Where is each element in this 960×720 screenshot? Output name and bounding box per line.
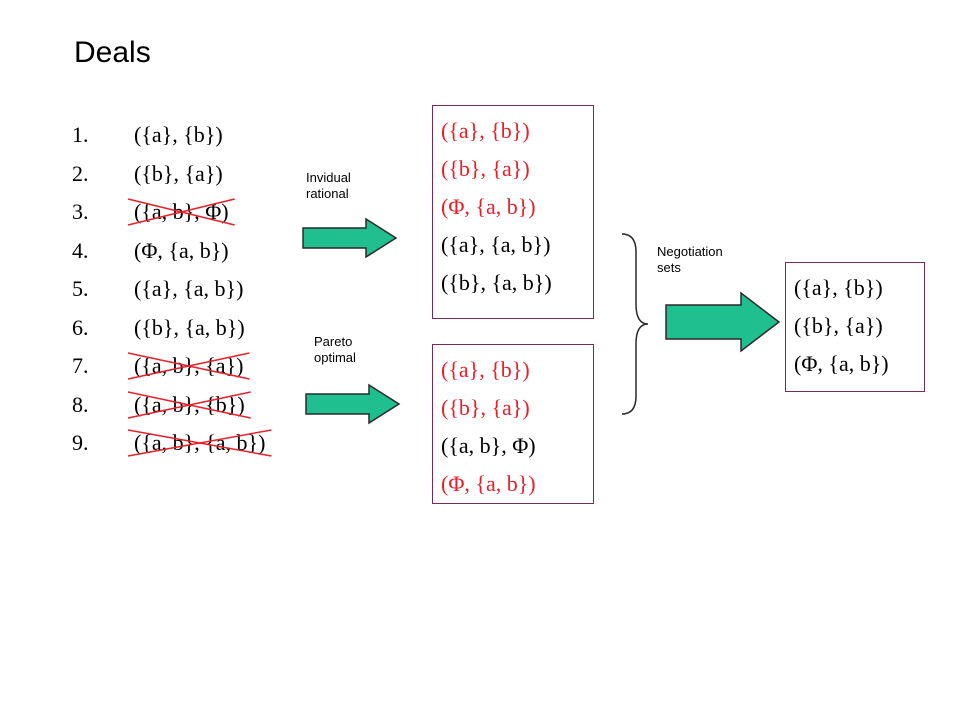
pareto-optimal-label: Pareto optimal	[314, 334, 356, 365]
pareto-optimal-arrow-icon	[305, 383, 401, 425]
deal-number: 6.	[72, 314, 89, 340]
box-entry: ({b}, {a, b})	[441, 270, 552, 295]
box-entry: ({a}, {b})	[441, 357, 530, 382]
individual-rational-box: ({a}, {b}) ({b}, {a}) (Φ, {a, b}) ({a}, …	[432, 105, 594, 319]
deal-number: 8.	[72, 391, 89, 417]
deal-text: ({a}, {b})	[134, 122, 223, 147]
deal-list: 1.({a}, {b}) 2.({b}, {a}) 3.({a, b}, Φ) …	[72, 116, 265, 463]
box-entry: (Φ, {a, b})	[441, 471, 536, 496]
deal-number: 7.	[72, 353, 89, 378]
deal-number: 3.	[72, 199, 89, 224]
deal-item: 3. ({a, b}, Φ)	[72, 193, 265, 232]
individual-rational-arrow-icon	[302, 217, 398, 259]
box-entry: (Φ, {a, b})	[794, 351, 889, 376]
deal-text: ({b}, {a, b})	[134, 314, 245, 340]
deal-number: 5.	[72, 276, 89, 301]
deal-number: 9.	[72, 430, 89, 455]
deal-text: ({a, b}, {a})	[134, 347, 243, 385]
pareto-optimal-box: ({a}, {b}) ({b}, {a}) ({a, b}, Φ) (Φ, {a…	[432, 344, 594, 504]
page-title: Deals	[74, 36, 151, 69]
deal-number: 1.	[72, 122, 89, 147]
box-entry: ({b}, {a})	[794, 313, 883, 338]
box-entry: ({a, b}, Φ)	[441, 433, 536, 458]
negotiation-set-arrow-icon	[665, 291, 781, 353]
deal-text: ({b}, {a})	[134, 160, 223, 186]
box-entry: ({a}, {b})	[794, 275, 883, 300]
deal-text: (Φ, {a, b})	[134, 237, 229, 263]
box-entry: (Φ, {a, b})	[441, 194, 536, 219]
negotiation-sets-label: Negotiation sets	[657, 244, 723, 275]
deal-item: 2. ({b}, {a})	[72, 155, 265, 194]
box-entry: ({b}, {a})	[441, 395, 530, 420]
box-entry: ({b}, {a})	[441, 156, 530, 181]
negotiation-set-box: ({a}, {b}) ({b}, {a}) (Φ, {a, b})	[785, 262, 925, 392]
deal-text: ({a, b}, {a, b})	[134, 424, 265, 462]
box-entry: ({a}, {b})	[441, 118, 530, 143]
right-brace-icon	[621, 233, 649, 415]
deal-item: 1. ({a}, {b})	[72, 116, 265, 155]
deal-number: 2.	[72, 160, 89, 186]
deal-item: 9. ({a, b}, {a, b})	[72, 424, 265, 463]
deal-text: ({a, b}, Φ)	[134, 193, 229, 231]
individual-rational-label: Invidual rational	[306, 170, 351, 201]
deal-text: ({a}, {a, b})	[134, 276, 244, 301]
deal-item: 7. ({a, b}, {a})	[72, 347, 265, 386]
deal-text: ({a, b}, {b})	[134, 386, 245, 424]
deal-item: 5. ({a}, {a, b})	[72, 270, 265, 309]
deal-item: 6. ({b}, {a, b})	[72, 309, 265, 348]
deal-item: 8. ({a, b}, {b})	[72, 386, 265, 425]
deal-number: 4.	[72, 237, 89, 263]
deal-item: 4. (Φ, {a, b})	[72, 232, 265, 271]
box-entry: ({a}, {a, b})	[441, 232, 551, 257]
